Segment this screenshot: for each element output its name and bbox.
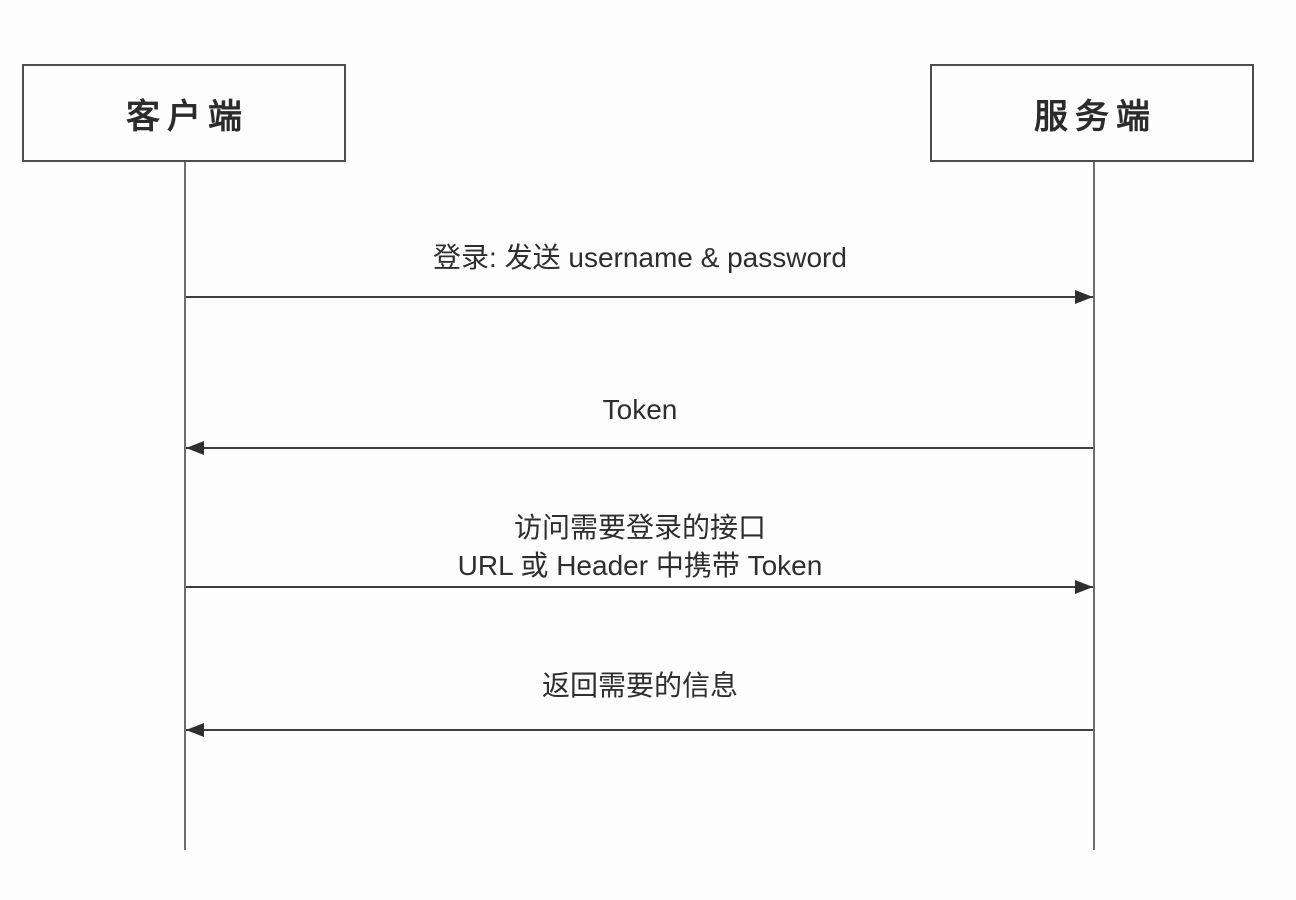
actor-label-server: 服务端 xyxy=(1034,97,1157,136)
arrowhead-left-icon xyxy=(186,441,204,455)
message-arrow-login xyxy=(186,289,1093,305)
arrow-shaft xyxy=(186,447,1093,449)
arrow-shaft xyxy=(186,296,1093,298)
message-label-api-request-line1: 访问需要登录的接口 xyxy=(513,512,766,543)
arrow-shaft xyxy=(186,586,1093,588)
arrowhead-right-icon xyxy=(1075,290,1093,304)
lifeline-server xyxy=(1093,162,1095,850)
arrowhead-right-icon xyxy=(1075,580,1093,594)
arrowhead-left-icon xyxy=(186,723,204,737)
message-label-api-request-line2: URL 或 Header 中携带 Token xyxy=(457,550,823,581)
lifeline-client xyxy=(184,162,186,850)
message-label-login: 登录: 发送 username & password xyxy=(433,242,847,273)
message-arrow-api-request xyxy=(186,579,1093,595)
message-arrow-token xyxy=(186,440,1093,456)
actor-box-server: 服务端 xyxy=(930,64,1254,162)
message-arrow-response xyxy=(186,722,1093,738)
message-label-response: 返回需要的信息 xyxy=(541,670,738,701)
message-label-token: Token xyxy=(602,394,678,425)
actor-label-client: 客户端 xyxy=(126,97,249,136)
actor-box-client: 客户端 xyxy=(22,64,346,162)
arrow-shaft xyxy=(186,729,1093,731)
